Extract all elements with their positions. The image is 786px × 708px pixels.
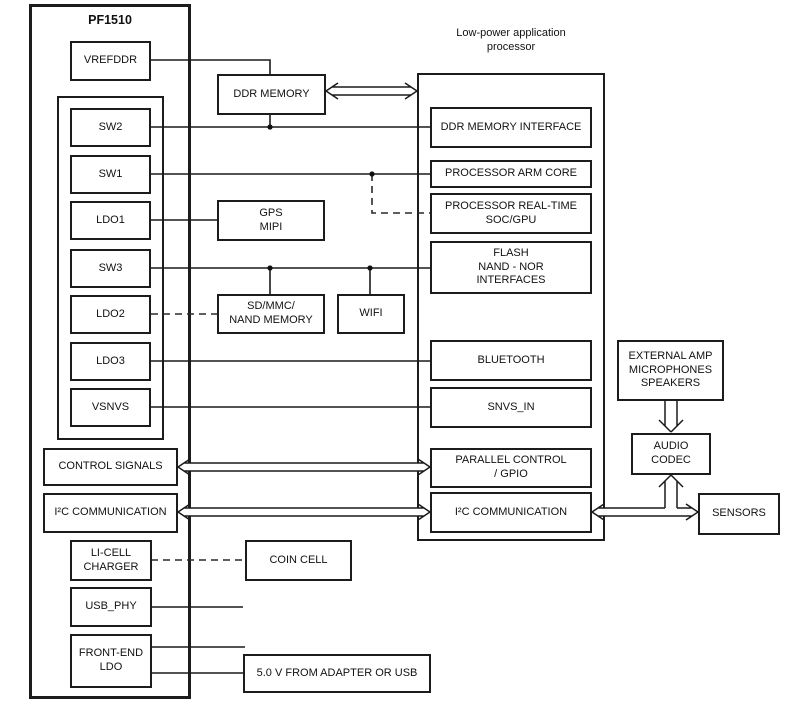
block-ldo3: LDO3 bbox=[70, 342, 151, 381]
block-li-cell-charger: LI-CELL CHARGER bbox=[70, 540, 152, 581]
block-snvs-in: SNVS_IN bbox=[430, 387, 592, 428]
block-vrefddr: VREFDDR bbox=[70, 41, 151, 81]
block-wifi: WIFI bbox=[337, 294, 405, 334]
arrow-ddrmemory-processor bbox=[325, 82, 418, 100]
block-sd-mmc-nand: SD/MMC/ NAND MEMORY bbox=[217, 294, 325, 334]
block-ddr-memory-interface: DDR MEMORY INTERFACE bbox=[430, 107, 592, 148]
arrow-bus-codec bbox=[658, 474, 684, 509]
block-sw3: SW3 bbox=[70, 249, 151, 288]
block-sensors: SENSORS bbox=[698, 493, 780, 535]
block-ldo2: LDO2 bbox=[70, 295, 151, 334]
block-i2c-pmic: I²C COMMUNICATION bbox=[43, 493, 178, 533]
arrow-i2c-communication bbox=[177, 503, 431, 521]
processor-title: Low-power application processor bbox=[456, 27, 566, 54]
arrow-i2c-sensors bbox=[591, 503, 699, 521]
arrow-control-signals bbox=[177, 458, 431, 476]
block-external-amp: EXTERNAL AMP MICROPHONES SPEAKERS bbox=[617, 340, 724, 401]
block-bluetooth: BLUETOOTH bbox=[430, 340, 592, 381]
block-processor-realtime-soc: PROCESSOR REAL-TIME SOC/GPU bbox=[430, 193, 592, 234]
block-sw2: SW2 bbox=[70, 108, 151, 147]
block-audio-codec: AUDIO CODEC bbox=[631, 433, 711, 475]
block-gps-mipi: GPS MIPI bbox=[217, 200, 325, 241]
block-control-signals: CONTROL SIGNALS bbox=[43, 448, 178, 486]
junction-dot bbox=[367, 265, 373, 271]
block-ldo1: LDO1 bbox=[70, 201, 151, 240]
block-flash-interfaces: FLASH NAND - NOR INTERFACES bbox=[430, 241, 592, 294]
block-processor-arm-core: PROCESSOR ARM CORE bbox=[430, 160, 592, 188]
dashed-wires bbox=[151, 174, 430, 561]
junction-dot bbox=[267, 265, 273, 271]
block-vsnvs: VSNVS bbox=[70, 388, 151, 427]
junction-dot bbox=[369, 171, 375, 177]
block-front-end-ldo: FRONT-END LDO bbox=[70, 634, 152, 688]
block-ddr-memory: DDR MEMORY bbox=[217, 74, 326, 115]
block-coin-cell: COIN CELL bbox=[245, 540, 352, 581]
processor-container bbox=[417, 73, 605, 541]
block-sw1: SW1 bbox=[70, 155, 151, 194]
block-adapter-5v: 5.0 V FROM ADAPTER OR USB bbox=[243, 654, 431, 693]
block-parallel-control-gpio: PARALLEL CONTROL / GPIO bbox=[430, 448, 592, 488]
junction-dots bbox=[267, 124, 375, 271]
wire-sw1-realtime-dashed bbox=[371, 174, 430, 214]
block-usb-phy: USB_PHY bbox=[70, 587, 152, 627]
junction-dot bbox=[267, 124, 273, 130]
arrow-extamp-codec bbox=[658, 400, 684, 433]
block-i2c-processor: I²C COMMUNICATION bbox=[430, 492, 592, 533]
solid-wires bbox=[150, 59, 430, 674]
wire-vrefddr-ddr bbox=[150, 59, 271, 74]
pmic-container bbox=[29, 4, 191, 699]
pmic-title: PF1510 bbox=[88, 13, 132, 27]
